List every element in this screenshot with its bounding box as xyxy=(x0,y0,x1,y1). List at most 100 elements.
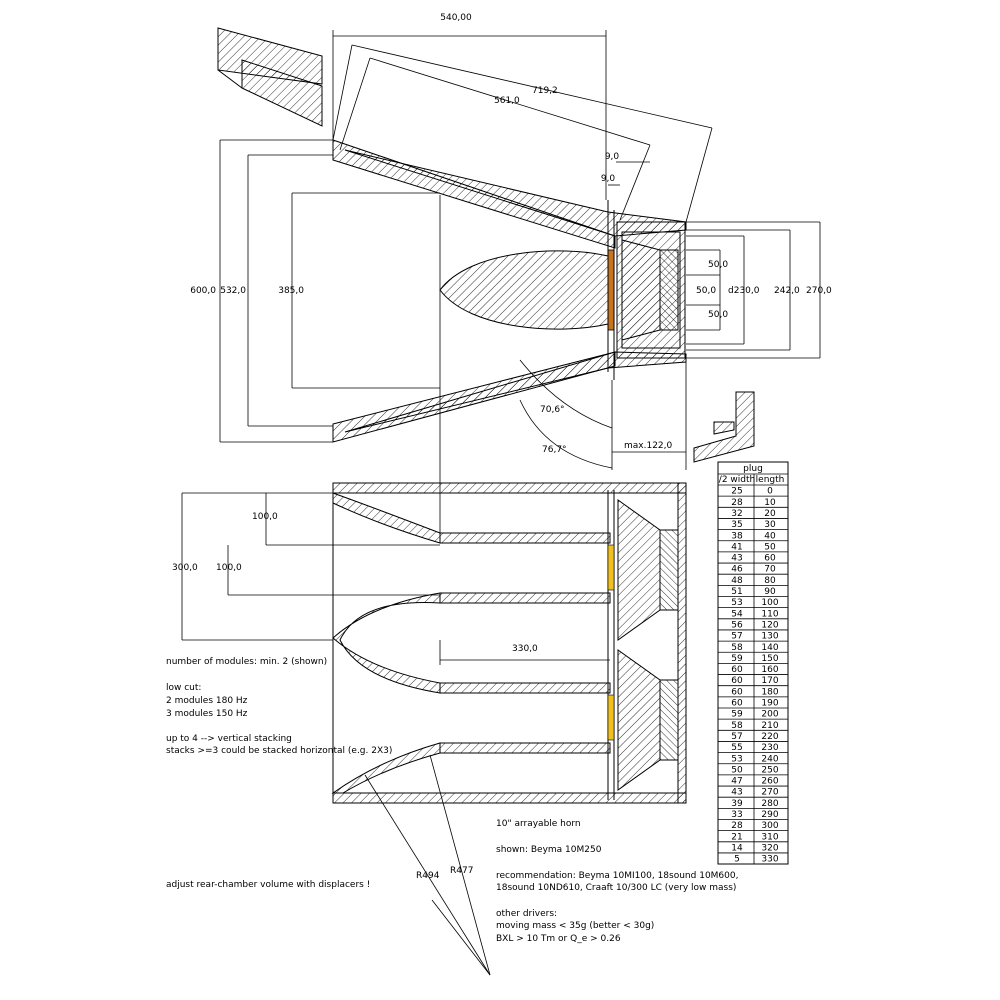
angle-706: 70,6° xyxy=(540,405,565,415)
dim-242: 242,0 xyxy=(774,286,800,296)
plug-table-cell-width: 5 xyxy=(734,855,740,865)
plug-table-cell-length: 170 xyxy=(761,676,778,686)
note-lowcut-3: 3 modules 150 Hz xyxy=(166,709,248,719)
plug-table-cell-width: 60 xyxy=(731,687,743,697)
dim-100a: 100,0 xyxy=(252,512,278,522)
dim-50b: 50,0 xyxy=(696,286,716,296)
plug-table-cell-length: 110 xyxy=(761,609,778,619)
plug-table-cell-length: 320 xyxy=(761,843,778,853)
plug-table-cell-width: 60 xyxy=(731,699,743,709)
dim-100b: 100,0 xyxy=(216,563,242,573)
notes-left: number of modules: min. 2 (shown) low cu… xyxy=(166,657,392,890)
note-stack-1: up to 4 --> vertical stacking xyxy=(166,734,292,744)
plug-table-cell-width: 48 xyxy=(731,576,743,586)
dim-600: 600,0 xyxy=(190,286,216,296)
plug-table-cell-length: 150 xyxy=(761,654,778,664)
dimension-labels: 540,00 719,2 561,0 9,0 9,0 600,0 532,0 3… xyxy=(172,13,832,881)
plug-table-cell-length: 30 xyxy=(764,520,776,530)
plug-table-cell-length: 80 xyxy=(764,576,776,586)
plug-table-cell-width: 53 xyxy=(731,598,742,608)
plug-table-cell-length: 160 xyxy=(761,665,778,675)
bracket-detail-right xyxy=(693,391,755,463)
plug-table-cell-length: 40 xyxy=(764,531,776,541)
plug-table-cell-length: 190 xyxy=(761,699,778,709)
note-lowcut-2: 2 modules 180 Hz xyxy=(166,696,248,706)
note-modules: number of modules: min. 2 (shown) xyxy=(166,657,327,667)
plug-table-cell-width: 39 xyxy=(731,799,743,809)
plug-table-cell-length: 130 xyxy=(761,632,778,642)
dim-330: 330,0 xyxy=(512,644,538,654)
plug-table-cell-length: 330 xyxy=(761,855,778,865)
dim-d230: d230,0 xyxy=(728,286,760,296)
plug-table-cell-width: 54 xyxy=(731,609,743,619)
plug-table-cell-width: 14 xyxy=(731,843,743,853)
plug-table-cell-width: 53 xyxy=(731,754,742,764)
plug-table-cell-width: 38 xyxy=(731,531,743,541)
plug-table-cell-width: 57 xyxy=(731,632,742,642)
dim-385: 385,0 xyxy=(278,286,304,296)
plug-table-cell-width: 50 xyxy=(731,765,743,775)
dim-50c: 50,0 xyxy=(708,310,728,320)
dim-270: 270,0 xyxy=(806,286,832,296)
notes-bottom: 10" arrayable horn shown: Beyma 10M250 r… xyxy=(496,819,738,944)
plug-table-cell-width: 55 xyxy=(731,743,742,753)
dim-max122: max.122,0 xyxy=(624,441,673,451)
plug-table-cell-length: 280 xyxy=(761,799,778,809)
plug-table-cell-length: 70 xyxy=(764,565,776,575)
note-lowcut: low cut: xyxy=(166,683,201,693)
plug-table-cell-width: 35 xyxy=(731,520,742,530)
plug-table-cell-length: 10 xyxy=(764,498,776,508)
phase-plug-front-upper xyxy=(607,544,615,591)
plug-table-cell-length: 140 xyxy=(761,643,778,653)
plug-table-cell-width: 60 xyxy=(731,665,743,675)
plug-table-cell-width: 59 xyxy=(731,654,743,664)
plug-table-cell-length: 180 xyxy=(761,687,778,697)
plug-table-cell-width: 41 xyxy=(731,542,742,552)
note-stack-2: stacks >=3 could be stacked horizontal (… xyxy=(166,746,392,756)
angle-767: 76,7° xyxy=(542,445,567,455)
plug-table-cell-width: 21 xyxy=(731,832,742,842)
plug-table-cell-width: 59 xyxy=(731,710,743,720)
plug-table-cell-length: 20 xyxy=(764,509,776,519)
note-bxl: BXL > 10 Tm or Q_e > 0.26 xyxy=(496,934,621,944)
note-shown: shown: Beyma 10M250 xyxy=(496,845,602,855)
plug-table-cell-length: 60 xyxy=(764,554,776,564)
plug-table-cell-width: 57 xyxy=(731,732,742,742)
plug-table-cell-width: 47 xyxy=(731,777,742,787)
dimension-lines-top xyxy=(219,30,821,470)
dim-540: 540,00 xyxy=(440,13,472,23)
note-horn: 10" arrayable horn xyxy=(496,819,581,829)
plug-table-cell-width: 28 xyxy=(731,821,743,831)
plug-table-cell-width: 28 xyxy=(731,498,743,508)
plug-table-cell-length: 100 xyxy=(761,598,778,608)
plug-table-cell-width: 46 xyxy=(731,565,743,575)
plug-table-cell-width: 60 xyxy=(731,676,743,686)
plug-table-cell-length: 230 xyxy=(761,743,778,753)
plug-table-cell-length: 240 xyxy=(761,754,778,764)
dim-300: 300,0 xyxy=(172,563,198,573)
dim-719: 719,2 xyxy=(532,86,558,96)
plug-table-cell-width: 25 xyxy=(731,487,742,497)
plug-table-cell-length: 0 xyxy=(767,487,773,497)
plug-table-cell-width: 58 xyxy=(731,721,743,731)
note-rec-2: 18sound 10ND610, Craaft 10/300 LC (very … xyxy=(496,883,736,893)
plug-table-cell-length: 90 xyxy=(764,587,776,597)
plug-table-cell-width: 56 xyxy=(731,620,743,630)
radius-477: R477 xyxy=(450,866,473,876)
phase-plug-strip xyxy=(607,249,615,331)
note-other: other drivers: xyxy=(496,909,557,919)
plug-table-cell-length: 220 xyxy=(761,732,778,742)
horn-top-view xyxy=(332,139,687,540)
plug-table-cell-length: 50 xyxy=(764,542,776,552)
plug-table-cell-length: 260 xyxy=(761,777,778,787)
plug-table-cell-length: 210 xyxy=(761,721,778,731)
plug-table-title: plug xyxy=(743,464,763,474)
plug-table-header-length: length xyxy=(756,475,785,485)
plug-table-cell-length: 250 xyxy=(761,765,778,775)
dim-561: 561,0 xyxy=(494,96,520,106)
plug-table-cell-length: 300 xyxy=(761,821,778,831)
dim-9a: 9,0 xyxy=(605,152,620,162)
dim-532: 532,0 xyxy=(220,286,246,296)
